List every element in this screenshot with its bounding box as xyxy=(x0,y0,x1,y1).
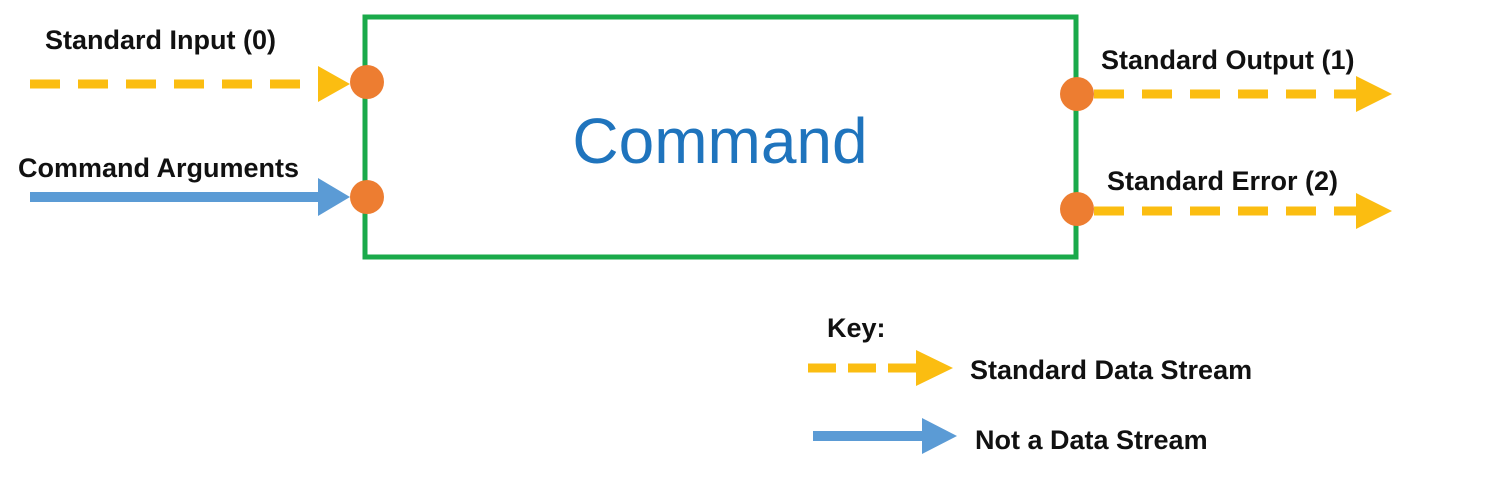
legend-data-stream-swatch xyxy=(808,350,953,386)
stdout-port xyxy=(1060,77,1094,111)
arguments-port xyxy=(350,180,384,214)
stdout-label: Standard Output (1) xyxy=(1101,45,1354,75)
legend-title: Key: xyxy=(827,313,886,343)
command-label: Command xyxy=(572,105,867,177)
stderr-label: Standard Error (2) xyxy=(1107,166,1338,196)
stdin-arrow xyxy=(30,66,350,102)
stdout-arrow xyxy=(1094,76,1392,112)
stderr-port xyxy=(1060,192,1094,226)
stdin-port xyxy=(350,65,384,99)
legend-not-data-stream-swatch xyxy=(813,418,957,454)
legend-not-data-stream-label: Not a Data Stream xyxy=(975,425,1208,455)
legend: Key: Standard Data Stream Not a Data Str… xyxy=(808,313,1252,455)
command-box xyxy=(362,14,1079,260)
arguments-label: Command Arguments xyxy=(18,153,299,183)
arguments-arrow xyxy=(30,178,350,216)
stderr-arrow xyxy=(1094,193,1392,229)
stdin-label: Standard Input (0) xyxy=(45,25,276,55)
legend-data-stream-label: Standard Data Stream xyxy=(970,355,1252,385)
